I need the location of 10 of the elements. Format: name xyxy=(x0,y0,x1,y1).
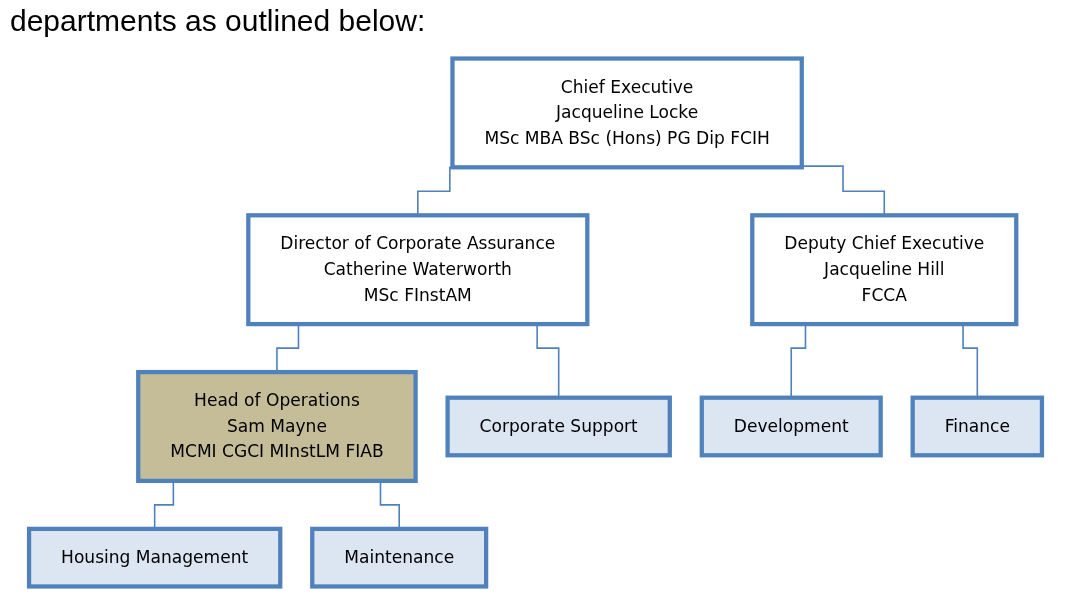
node-box: Finance xyxy=(910,395,1045,458)
node-box: Maintenance xyxy=(310,526,489,589)
node-box: Development xyxy=(699,395,883,458)
node-box: Chief Executive Jacqueline Locke MSc MBA BSc (Hons) PG Dip FCIH xyxy=(450,56,804,170)
intro-text: departments as outlined below: xyxy=(10,4,426,38)
node-box: Housing Management xyxy=(26,526,283,589)
node-box: Corporate Support xyxy=(445,395,672,458)
node-box: Head of Operations Sam Mayne MCMI CGCI MInstLM FIAB xyxy=(136,369,418,483)
node-box: Director of Corporate Assurance Catherine Waterworth MSc FInstAM xyxy=(246,213,590,327)
node-box: Deputy Chief Executive Jacqueline Hill FCCA xyxy=(750,213,1019,327)
